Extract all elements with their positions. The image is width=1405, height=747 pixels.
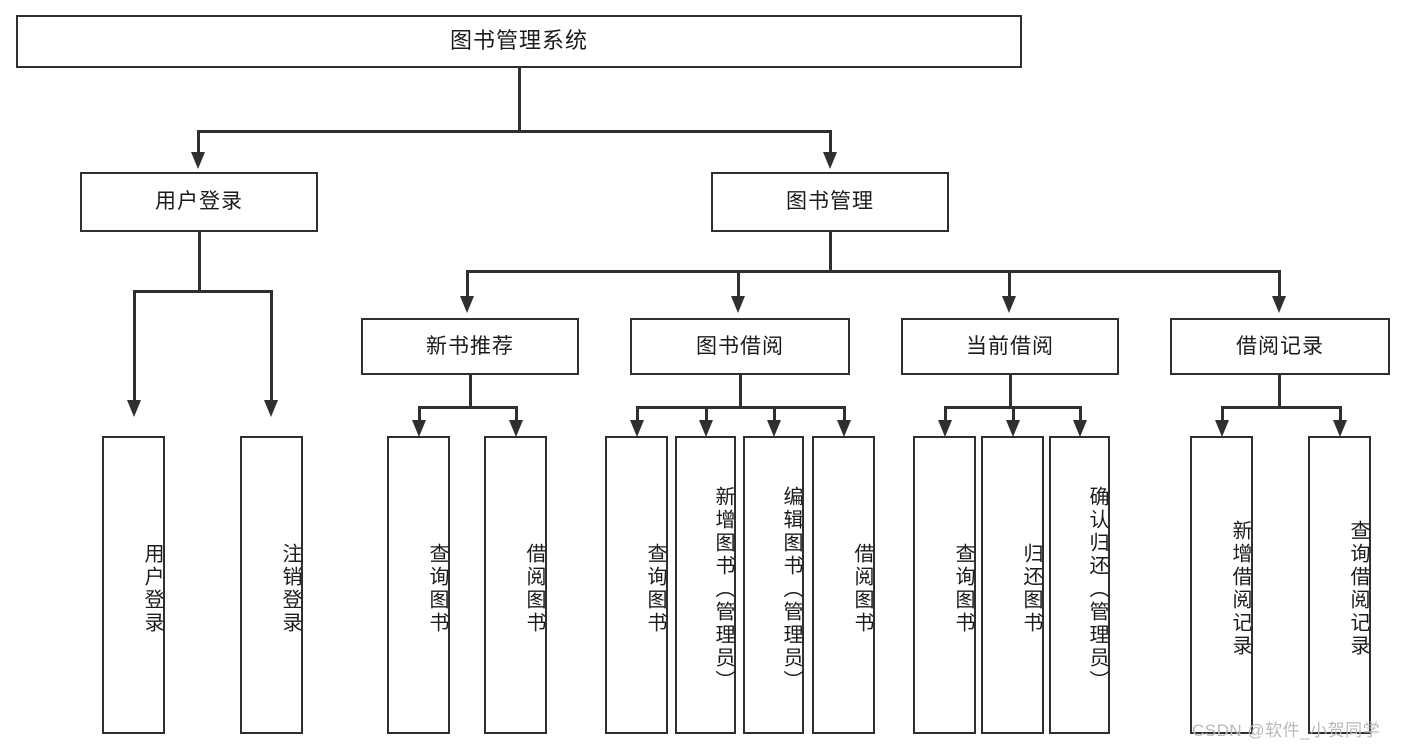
connector-book-borrow-stem xyxy=(739,375,742,408)
node-new-book-recommend[interactable]: 新书推荐 xyxy=(361,318,579,375)
connector-br-to-leaf-1 xyxy=(1221,406,1224,422)
connector-user-login-to-leaf-2 xyxy=(270,290,273,402)
arrowhead-new-book-to-leaf-2 xyxy=(509,420,523,437)
connector-bb-to-leaf-3 xyxy=(773,406,776,422)
node-root-book-management-system[interactable]: 图书管理系统 xyxy=(16,15,1022,68)
node-label: 查询图书 xyxy=(952,543,974,635)
leaf-book-borrow-edit-book-admin[interactable]: 编辑图书（管理员） xyxy=(743,436,804,734)
connector-book-management-stem xyxy=(829,232,832,272)
leaf-current-borrow-return-book[interactable]: 归还图书 xyxy=(981,436,1044,734)
connector-bb-to-leaf-1 xyxy=(636,406,639,422)
connector-cb-to-leaf-1 xyxy=(944,406,947,422)
arrowhead-bm-to-current-borrow xyxy=(1002,296,1016,313)
arrowhead-bb-to-leaf-2 xyxy=(699,420,713,437)
node-label: 新增借阅记录 xyxy=(1229,520,1251,658)
connector-bm-to-new-book xyxy=(466,270,469,298)
arrowhead-new-book-to-leaf-1 xyxy=(412,420,426,437)
connector-borrow-record-stem xyxy=(1278,375,1281,408)
arrowhead-root-to-book-management xyxy=(823,152,837,169)
connector-user-login-to-leaf-1 xyxy=(133,290,136,402)
connector-bb-to-leaf-2 xyxy=(705,406,708,422)
connector-root-stem xyxy=(518,68,521,130)
connector-bm-to-current-borrow xyxy=(1008,270,1011,298)
node-label: 归还图书 xyxy=(1020,543,1042,635)
leaf-book-borrow-borrow-book[interactable]: 借阅图书 xyxy=(812,436,875,734)
connector-root-to-user-login xyxy=(197,130,200,156)
node-label: 用户登录 xyxy=(141,543,163,635)
leaf-new-book-query-book[interactable]: 查询图书 xyxy=(387,436,450,734)
node-label: 借阅图书 xyxy=(523,543,545,635)
arrowhead-br-to-leaf-1 xyxy=(1215,420,1229,437)
leaf-borrow-record-query-record[interactable]: 查询借阅记录 xyxy=(1308,436,1371,734)
arrowhead-bm-to-new-book xyxy=(460,296,474,313)
arrowhead-user-login-to-leaf-2 xyxy=(264,400,278,417)
arrowhead-cb-to-leaf-1 xyxy=(938,420,952,437)
leaf-logout[interactable]: 注销登录 xyxy=(240,436,303,734)
node-label: 当前借阅 xyxy=(966,334,1054,358)
node-label: 图书借阅 xyxy=(696,334,784,358)
connector-bm-to-book-borrow xyxy=(737,270,740,298)
node-user-login[interactable]: 用户登录 xyxy=(80,172,318,232)
connector-book-borrow-bus xyxy=(636,406,845,409)
connector-book-management-bus xyxy=(466,270,1280,273)
node-label: 图书管理系统 xyxy=(449,28,588,54)
node-borrow-record[interactable]: 借阅记录 xyxy=(1170,318,1390,375)
leaf-current-borrow-query-book[interactable]: 查询图书 xyxy=(913,436,976,734)
arrowhead-bb-to-leaf-4 xyxy=(837,420,851,437)
arrowhead-root-to-user-login xyxy=(191,152,205,169)
node-label: 查询图书 xyxy=(426,543,448,635)
connector-new-book-to-leaf-2 xyxy=(515,406,518,422)
connector-user-login-stem xyxy=(198,232,201,290)
arrowhead-bb-to-leaf-3 xyxy=(767,420,781,437)
connector-br-to-leaf-2 xyxy=(1339,406,1342,422)
arrowhead-bm-to-book-borrow xyxy=(731,296,745,313)
connector-new-book-to-leaf-1 xyxy=(418,406,421,422)
node-label: 图书管理 xyxy=(786,190,874,214)
arrowhead-bm-to-borrow-record xyxy=(1272,296,1286,313)
node-book-management[interactable]: 图书管理 xyxy=(711,172,949,232)
connector-new-book-bus xyxy=(418,406,517,409)
node-label: 新书推荐 xyxy=(426,334,514,358)
node-label: 借阅图书 xyxy=(851,543,873,635)
leaf-borrow-record-add-record[interactable]: 新增借阅记录 xyxy=(1190,436,1253,734)
connector-bb-to-leaf-4 xyxy=(843,406,846,422)
connector-bm-to-borrow-record xyxy=(1278,270,1281,298)
node-label: 用户登录 xyxy=(155,190,243,214)
leaf-book-borrow-add-book-admin[interactable]: 新增图书（管理员） xyxy=(675,436,736,734)
csdn-watermark: CSDN @软件_小贺同学 xyxy=(1192,721,1381,740)
connector-cb-to-leaf-3 xyxy=(1079,406,1082,422)
connector-borrow-record-bus xyxy=(1221,406,1341,409)
node-label: 新增图书（管理员） xyxy=(712,485,734,693)
connector-root-bus xyxy=(197,130,831,133)
arrowhead-cb-to-leaf-2 xyxy=(1006,420,1020,437)
leaf-user-login[interactable]: 用户登录 xyxy=(102,436,165,734)
connector-user-login-bus xyxy=(133,290,272,293)
node-current-borrow[interactable]: 当前借阅 xyxy=(901,318,1119,375)
arrowhead-cb-to-leaf-3 xyxy=(1073,420,1087,437)
leaf-new-book-borrow-book[interactable]: 借阅图书 xyxy=(484,436,547,734)
leaf-current-borrow-confirm-return-admin[interactable]: 确认归还（管理员） xyxy=(1049,436,1110,734)
arrowhead-user-login-to-leaf-1 xyxy=(127,400,141,417)
node-label: 注销登录 xyxy=(279,543,301,635)
connector-root-to-book-management xyxy=(829,130,832,156)
node-label: 查询图书 xyxy=(644,543,666,635)
node-label: 查询借阅记录 xyxy=(1347,520,1369,658)
node-label: 借阅记录 xyxy=(1236,334,1324,358)
leaf-book-borrow-query-book[interactable]: 查询图书 xyxy=(605,436,668,734)
connector-current-borrow-stem xyxy=(1009,375,1012,408)
node-label: 确认归还（管理员） xyxy=(1086,485,1108,693)
node-book-borrow[interactable]: 图书借阅 xyxy=(630,318,850,375)
connector-cb-to-leaf-2 xyxy=(1012,406,1015,422)
connector-new-book-stem xyxy=(469,375,472,408)
node-label: 编辑图书（管理员） xyxy=(780,485,802,693)
arrowhead-br-to-leaf-2 xyxy=(1333,420,1347,437)
arrowhead-bb-to-leaf-1 xyxy=(630,420,644,437)
